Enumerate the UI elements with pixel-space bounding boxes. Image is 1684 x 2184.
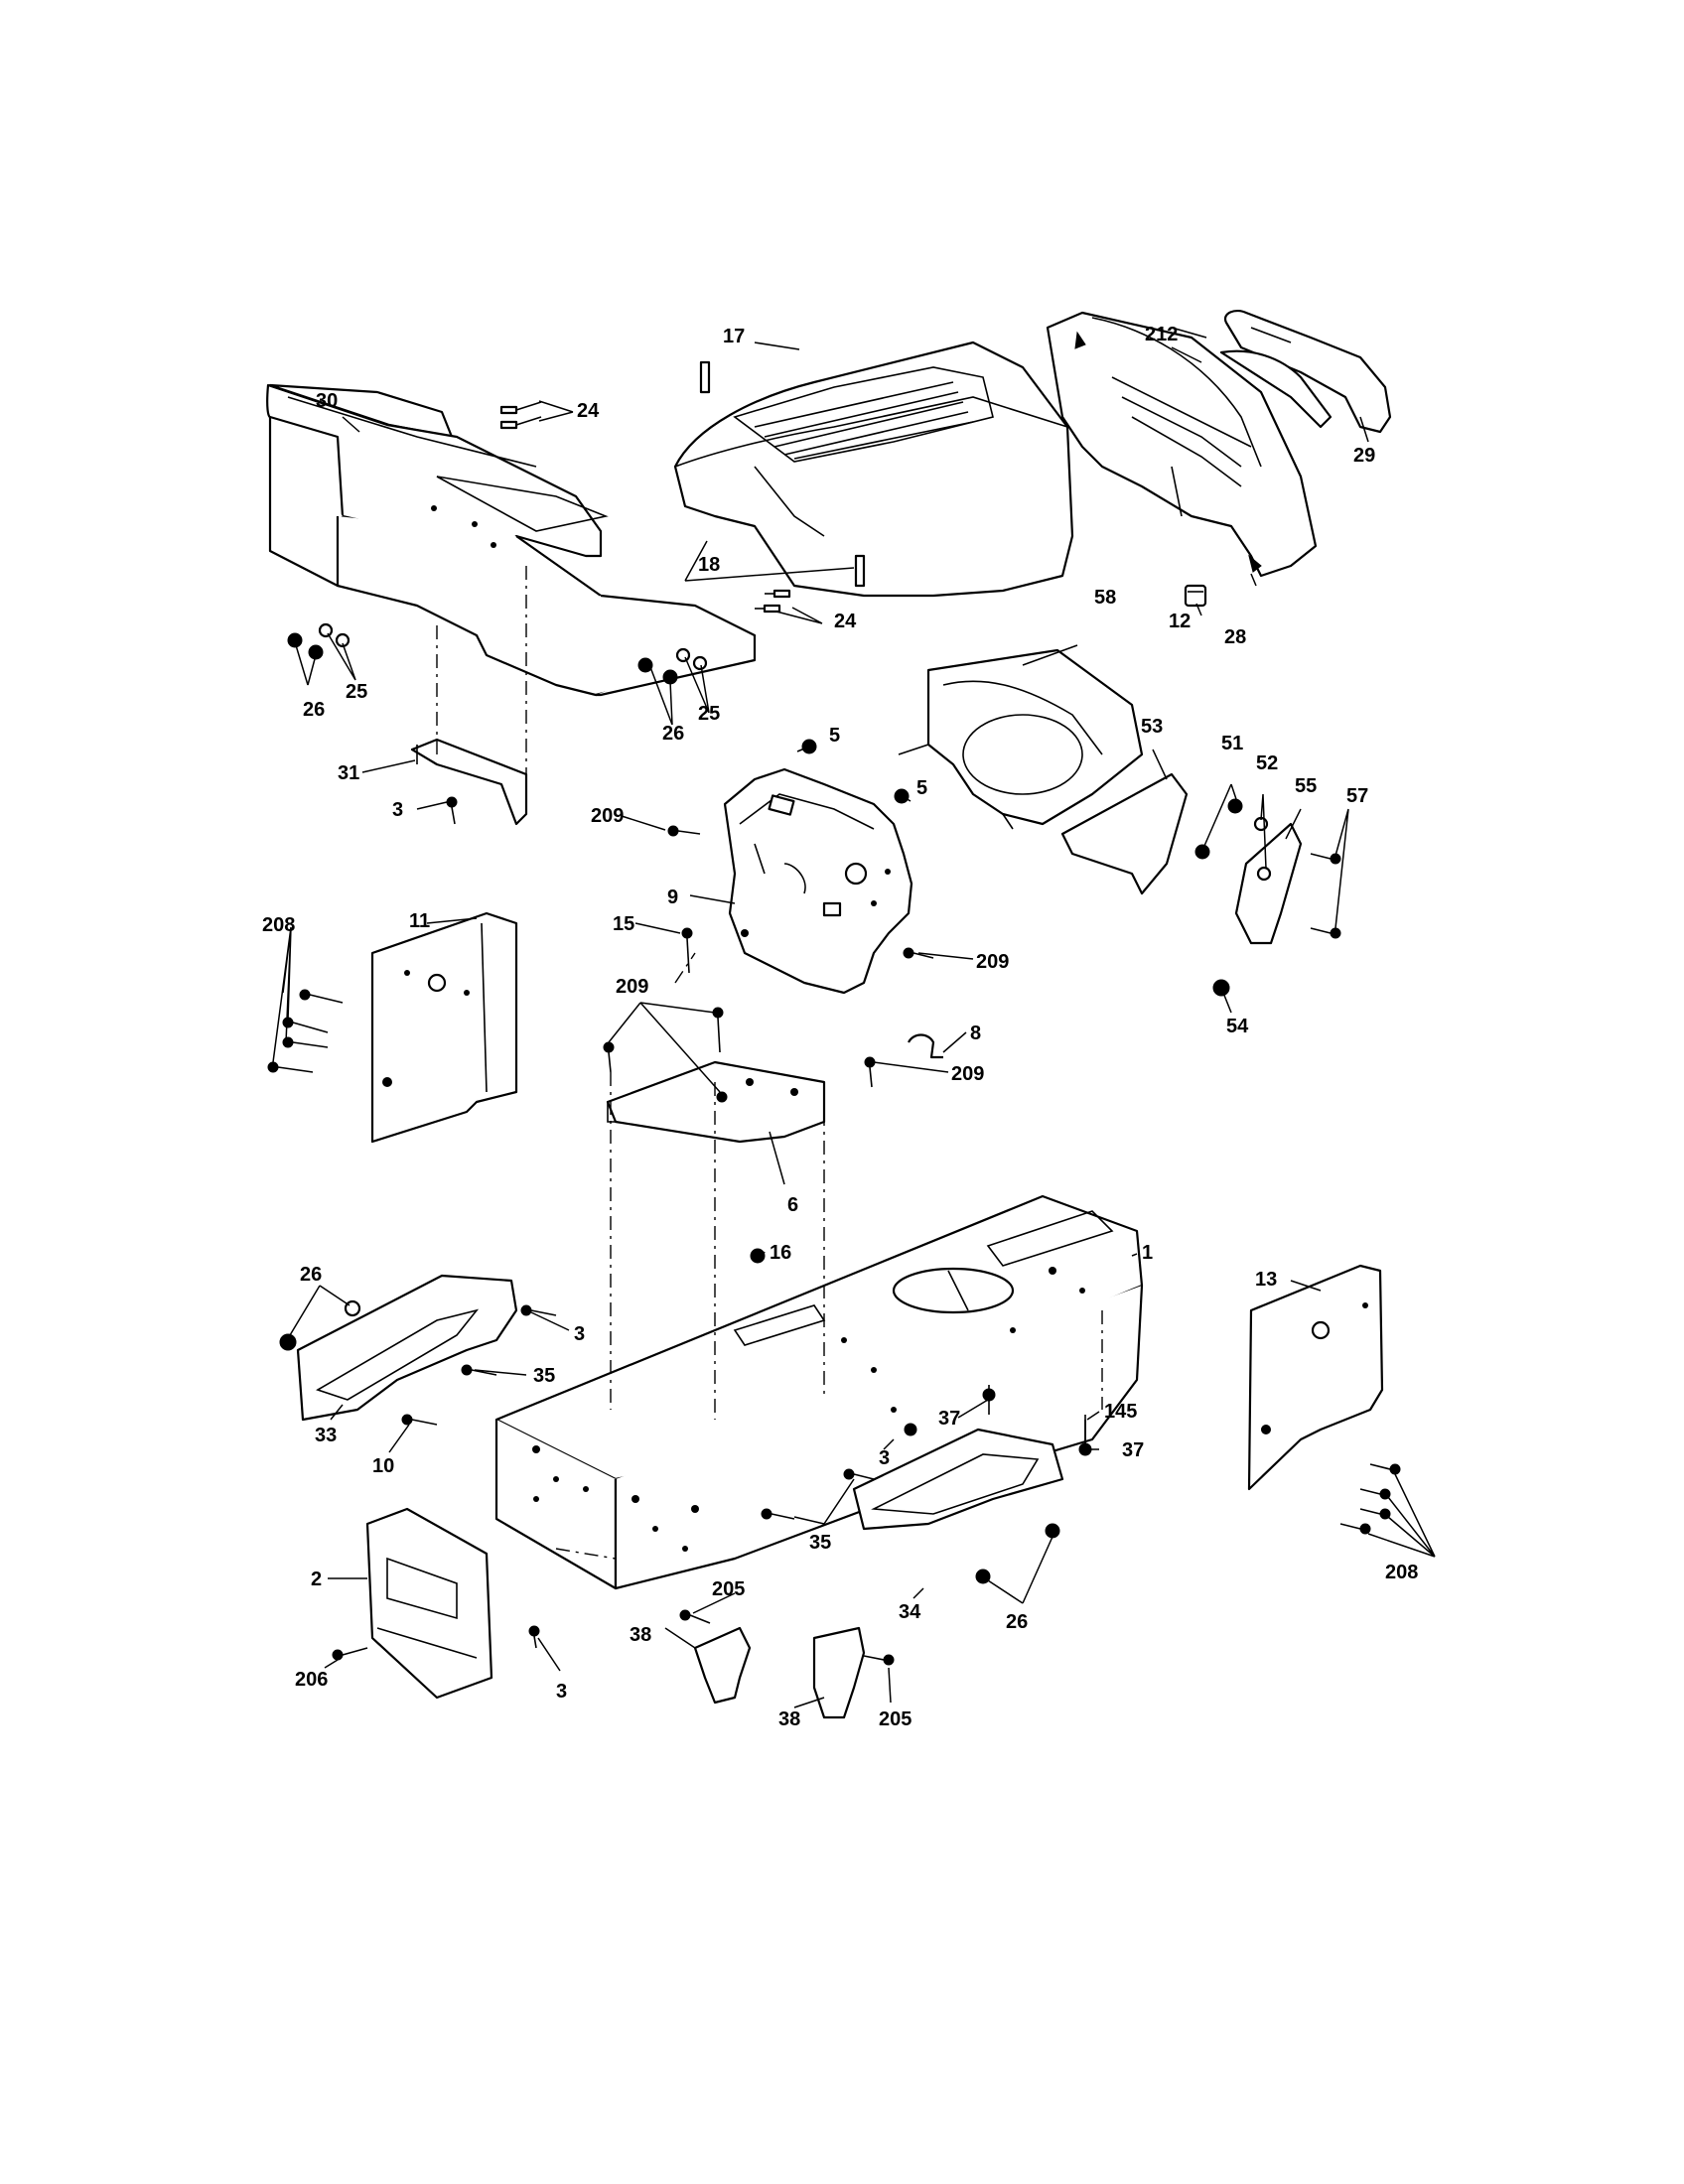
- part-grille: [1046, 311, 1318, 578]
- label-31: 31: [338, 762, 359, 784]
- alignment-lines: [436, 566, 1103, 1560]
- label-37-a: 37: [938, 1408, 960, 1430]
- part-11-side-panel: [370, 911, 518, 1144]
- part-frame: [494, 1194, 1144, 1590]
- label-34: 34: [899, 1601, 921, 1623]
- part-38-bracket-a: [693, 1626, 752, 1705]
- bolt-3-front: [528, 1625, 540, 1649]
- bolts-35-frame: [761, 1468, 875, 1520]
- part-hood: [673, 341, 1074, 598]
- hardware: [267, 401, 1401, 1666]
- label-25-top-mid: 25: [698, 703, 720, 725]
- label-205-a: 205: [712, 1578, 745, 1600]
- bolts-57: [1310, 853, 1341, 939]
- label-55: 55: [1295, 775, 1317, 797]
- part-headlight-lens: [1219, 309, 1392, 434]
- label-35-frame: 35: [809, 1532, 831, 1554]
- label-15: 15: [613, 913, 634, 935]
- label-212: 212: [1145, 324, 1178, 345]
- label-26-top-left: 26: [303, 699, 325, 721]
- part-deflector: [898, 648, 1144, 830]
- label-51: 51: [1221, 733, 1243, 754]
- label-18: 18: [698, 554, 720, 576]
- bolt-209-left: [667, 825, 701, 837]
- bolts-208-left: [267, 989, 344, 1073]
- bolt-10: [401, 1414, 438, 1426]
- label-209-plate: 209: [616, 976, 648, 998]
- bolts-208-right: [1339, 1463, 1401, 1535]
- label-24-mid: 24: [834, 611, 857, 632]
- label-24-top: 24: [577, 400, 600, 422]
- part-33-footrest: [296, 1274, 518, 1422]
- label-13: 13: [1255, 1269, 1277, 1291]
- label-38-b: 38: [778, 1708, 800, 1730]
- bolt-3-footrest: [520, 1304, 557, 1316]
- label-17: 17: [723, 326, 745, 347]
- part-31-bracket: [410, 738, 528, 826]
- label-26-right: 26: [1006, 1611, 1028, 1633]
- bolt-209-right: [903, 947, 934, 959]
- label-30: 30: [316, 390, 338, 412]
- label-26-footrest: 26: [300, 1264, 322, 1286]
- bolt-205-b: [863, 1654, 895, 1666]
- label-58: 58: [1094, 587, 1116, 609]
- label-205-b: 205: [879, 1708, 912, 1730]
- bolt-205-a: [679, 1609, 711, 1624]
- label-38-a: 38: [630, 1624, 651, 1646]
- bolt-206: [332, 1647, 368, 1661]
- label-145: 145: [1104, 1401, 1137, 1423]
- part-dash-panel: [723, 767, 913, 995]
- label-208-left: 208: [262, 914, 295, 936]
- label-209-left: 209: [591, 805, 624, 827]
- part-55-bracket: [1234, 822, 1303, 945]
- label-33: 33: [315, 1425, 337, 1446]
- part-labels: 30 24 17 212 29 18 24 26 25 26 25 12 28 …: [262, 324, 1418, 1730]
- label-1: 1: [1142, 1242, 1153, 1264]
- label-12: 12: [1169, 611, 1191, 632]
- part-13-side-panel: [1247, 1264, 1384, 1491]
- label-3-footrest: 3: [574, 1323, 585, 1345]
- label-26-top-mid: 26: [662, 723, 684, 745]
- label-9: 9: [667, 887, 678, 908]
- part-38-bracket-b: [812, 1626, 866, 1719]
- label-3-front: 3: [556, 1681, 567, 1703]
- part-12-clip: [1184, 584, 1207, 608]
- label-8: 8: [970, 1023, 981, 1044]
- label-5-b: 5: [916, 777, 927, 799]
- label-52: 52: [1256, 752, 1278, 774]
- bolt-15: [681, 927, 693, 974]
- part-2-front-bracket: [365, 1507, 493, 1700]
- label-11: 11: [409, 910, 430, 932]
- part-8-clamp: [908, 1033, 943, 1059]
- bolt-37: [982, 1385, 1092, 1456]
- part-34-footrest: [852, 1428, 1064, 1531]
- label-53: 53: [1141, 716, 1163, 738]
- label-6: 6: [787, 1194, 798, 1216]
- label-28: 28: [1224, 626, 1246, 648]
- label-3-frame: 3: [879, 1447, 890, 1469]
- label-16: 16: [770, 1242, 791, 1264]
- bolt-3-top: [446, 796, 458, 825]
- label-209-plate-right: 209: [951, 1063, 984, 1085]
- label-25-top-left: 25: [346, 681, 367, 703]
- label-35-footrest: 35: [533, 1365, 555, 1387]
- label-206: 206: [295, 1669, 328, 1691]
- label-10: 10: [372, 1455, 394, 1477]
- label-57: 57: [1346, 785, 1368, 807]
- label-37-b: 37: [1122, 1439, 1144, 1461]
- label-5-a: 5: [829, 725, 840, 747]
- bolt-24-mid: [755, 589, 791, 614]
- label-208-right: 208: [1385, 1562, 1418, 1583]
- frame-holes: [532, 1267, 1085, 1552]
- part-plate: [606, 1060, 826, 1144]
- part-53-bracket: [1060, 772, 1189, 895]
- label-209-right: 209: [976, 951, 1009, 973]
- leader-lines: [272, 327, 1436, 1708]
- label-3-top: 3: [392, 799, 403, 821]
- label-29: 29: [1353, 445, 1375, 467]
- label-2: 2: [311, 1569, 322, 1590]
- label-54: 54: [1226, 1016, 1249, 1037]
- bolt-24-top: [499, 401, 542, 430]
